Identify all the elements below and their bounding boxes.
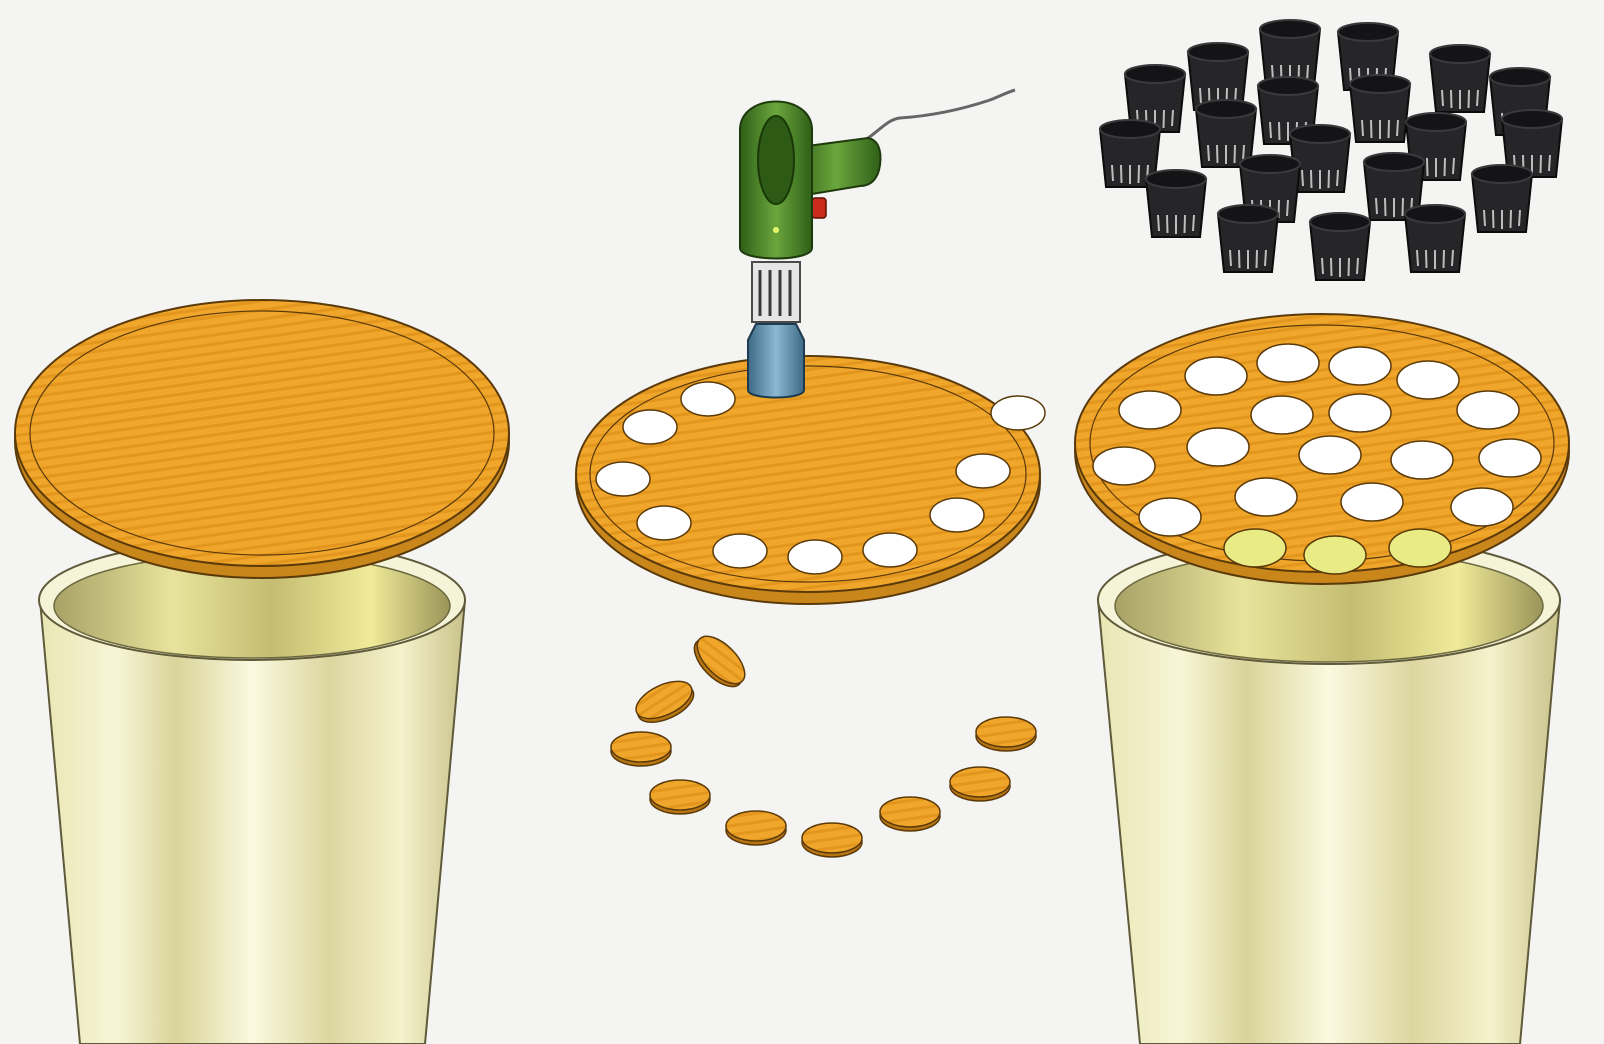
lid-hole — [1341, 483, 1403, 521]
net-pot-icon — [1310, 213, 1370, 280]
net-pot-icon — [1218, 205, 1278, 272]
lid-cutout-disc — [976, 717, 1036, 751]
lid-hole — [1299, 436, 1361, 474]
lid-hole — [713, 534, 767, 568]
right-bucket — [1098, 536, 1560, 1044]
lid-hole — [681, 382, 735, 416]
lid-hole — [1235, 478, 1297, 516]
lid-hole — [1451, 488, 1513, 526]
lid-hole — [1304, 536, 1366, 574]
lid-hole — [1187, 428, 1249, 466]
lid-hole — [1257, 344, 1319, 382]
lid-cutout-disc — [686, 628, 752, 694]
lid-hole — [1397, 361, 1459, 399]
lid-hole — [1093, 447, 1155, 485]
lid-cutout-disc — [630, 674, 699, 730]
lid-hole — [637, 506, 691, 540]
lid-cutouts — [611, 628, 1036, 857]
lid-hole — [1389, 529, 1451, 567]
lid-hole — [1139, 498, 1201, 536]
lid-hole — [1251, 396, 1313, 434]
lid-hole — [930, 498, 984, 532]
drilled-lid-in-progress — [576, 356, 1045, 604]
lid-hole — [1185, 357, 1247, 395]
net-pot-icon — [1472, 165, 1532, 232]
lid-cutout-disc — [950, 767, 1010, 801]
power-drill-icon — [740, 90, 1015, 398]
lid-cutout-disc — [726, 811, 786, 845]
lid-hole — [1224, 529, 1286, 567]
lid-hole — [623, 410, 677, 444]
lid-hole — [1391, 441, 1453, 479]
lid-cutout-disc — [880, 797, 940, 831]
net-pot-icon — [1350, 75, 1410, 142]
lid-hole — [863, 533, 917, 567]
left-bucket — [39, 540, 465, 1044]
lid-hole — [1329, 347, 1391, 385]
lid-hole — [1119, 391, 1181, 429]
lid-hole — [1457, 391, 1519, 429]
net-pot-icon — [1196, 100, 1256, 167]
net-pot-icon — [1146, 170, 1206, 237]
fully-drilled-lid — [1075, 314, 1569, 584]
net-pot-icon — [1430, 45, 1490, 112]
lid-hole — [1479, 439, 1541, 477]
lid-cutout-disc — [802, 823, 862, 857]
lid-hole — [956, 454, 1010, 488]
lid-hole — [1329, 394, 1391, 432]
net-pot-icon — [1405, 205, 1465, 272]
net-pot-icon — [1100, 20, 1562, 280]
plain-lid — [15, 300, 509, 578]
lid-cutout-disc — [611, 732, 671, 766]
lid-hole — [596, 462, 650, 496]
lid-hole — [788, 540, 842, 574]
lid-hole — [991, 396, 1045, 430]
lid-cutout-disc — [650, 780, 710, 814]
